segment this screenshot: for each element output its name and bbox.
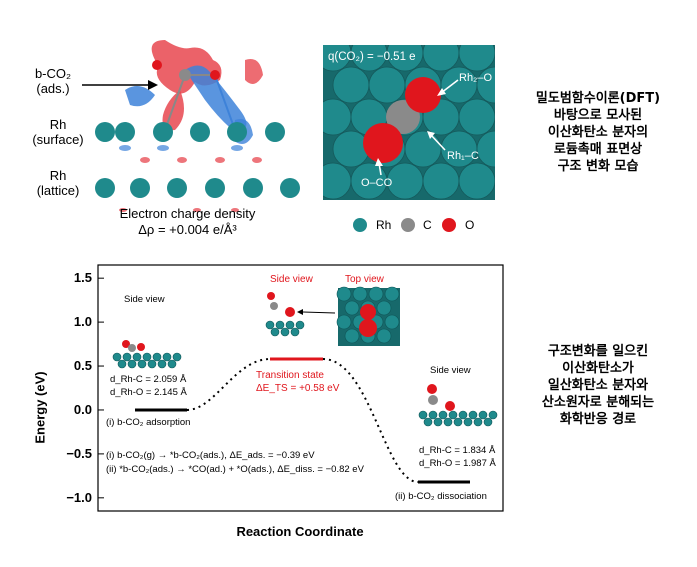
adsorption-structure <box>112 340 182 369</box>
legend-rh: Rh <box>376 218 392 232</box>
reaction-pathway <box>186 358 419 484</box>
label-rh1-c: Rh₁–C <box>447 150 479 162</box>
label-rh-lattice: Rh (lattice) <box>36 168 80 198</box>
atom-legend <box>353 218 456 232</box>
oxygen-atom <box>363 123 403 163</box>
oxygen-atom <box>405 77 441 113</box>
dissociation-structure <box>418 384 498 427</box>
equation-dissociation: (ii) *b-CO₂(ads.) → *CO(ad.) + *O(ads.),… <box>106 464 364 475</box>
oxygen-atom <box>210 70 220 80</box>
charge-label: q(CO₂) = −0.51 e <box>328 51 416 63</box>
diss-distance-rho: d_Rh-O = 1.987 Å <box>419 458 496 469</box>
isosurface-red-3 <box>245 59 263 84</box>
plot-frame <box>97 264 504 512</box>
korean-caption-bottom: 구조변화를 일으킨 이산화탄소가 일산화탄소 분자와 산소원자로 분해되는 화학… <box>541 344 655 427</box>
charge-density-caption: Electron charge density Δρ = +0.004 e/Å³ <box>119 206 256 237</box>
y-ticks: 1.5 1.0 0.5 0.0 −0.5 −1.0 <box>66 270 104 505</box>
ts-label: Transition state <box>256 370 324 381</box>
rh-surface-grid <box>323 45 495 200</box>
oxygen-atom <box>152 60 162 70</box>
top-view-label-ts: Top view <box>345 274 384 285</box>
side-view-label-3: Side view <box>430 365 471 376</box>
y-tick-label: −1.0 <box>66 490 92 505</box>
label-o-co: O–CO <box>361 177 393 189</box>
ts-side-structure <box>265 292 336 337</box>
ads-distance-rhc: d_Rh-C = 2.059 Å <box>110 374 187 385</box>
side-view-label-1: Side view <box>124 294 165 305</box>
korean-caption-top: 밀도범함수이론(DFT) 바탕으로 모사된 이산화탄소 분자의 로듐촉매 표면상… <box>535 91 661 174</box>
equation-adsorption: (i) b-CO₂(g) → *b-CO₂(ads.), ΔE_ads. = −… <box>106 450 315 461</box>
y-tick-label: −0.5 <box>66 446 92 461</box>
y-tick-label: 0.0 <box>74 402 92 417</box>
side-view-label-ts: Side view <box>270 274 313 285</box>
label-bco2: b-CO₂ (ads.) <box>34 66 72 96</box>
label-rh-surface: Rh (surface) <box>32 117 84 147</box>
diss-state-label: (ii) b-CO₂ dissociation <box>395 491 487 502</box>
ads-state-label: (i) b-CO₂ adsorption <box>106 417 191 428</box>
bco2-arrow <box>82 80 158 90</box>
isosurface-blue <box>185 65 247 132</box>
rh-lattice-row <box>95 178 300 198</box>
diss-distance-rhc: d_Rh-C = 1.834 Å <box>419 445 496 456</box>
legend-c: C <box>423 218 432 232</box>
energy-diagram: 1.5 1.0 0.5 0.0 −0.5 −1.0 <box>66 264 504 512</box>
y-axis-title: Energy (eV) <box>32 371 48 444</box>
y-tick-label: 1.0 <box>74 314 92 329</box>
label-rh2-o: Rh₂–O <box>459 72 493 84</box>
ts-top-structure <box>336 286 400 346</box>
ts-energy: ΔE_TS = +0.58 eV <box>256 383 340 394</box>
y-tick-label: 0.5 <box>74 358 92 373</box>
y-tick-label: 1.5 <box>74 270 92 285</box>
x-axis-title: Reaction Coordinate <box>236 524 364 539</box>
ads-distance-rho: d_Rh-O = 2.145 Å <box>110 387 187 398</box>
carbon-atom <box>179 69 191 81</box>
charge-density-figure <box>95 40 300 212</box>
top-view-figure <box>323 45 495 200</box>
legend-o: O <box>465 218 475 232</box>
rh-surface-row <box>95 122 285 142</box>
isosurface-blue-2 <box>125 86 155 107</box>
